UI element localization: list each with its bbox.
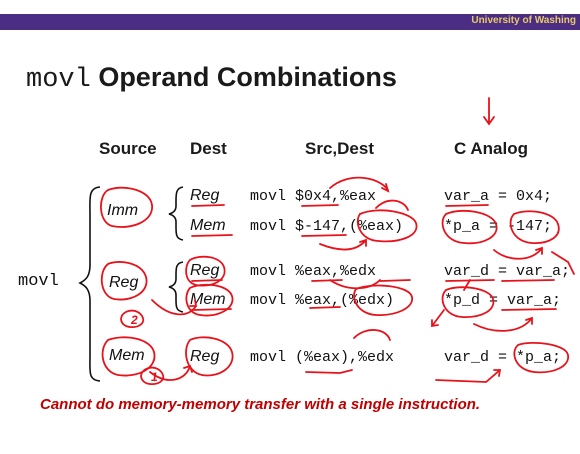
- red-step-numbers: 2 1: [130, 313, 158, 384]
- column-header-src-dest: Src,Dest: [305, 139, 374, 158]
- main-brace: [78, 186, 101, 382]
- circle-icon: [356, 209, 418, 243]
- underline-icon: [445, 204, 557, 311]
- circle-icon: [140, 366, 165, 385]
- circle-icon: [185, 336, 234, 377]
- c-row-3: var_d = var_a;: [444, 263, 571, 280]
- underline-icon: [301, 204, 411, 309]
- c-row-5: var_d = *p_a;: [444, 349, 562, 366]
- c-row-4: *p_d = var_a;: [444, 292, 562, 309]
- arrow-icon: [551, 251, 575, 275]
- step-number: 2: [130, 313, 138, 327]
- arrow-icon: [463, 279, 471, 291]
- red-ink: [100, 97, 575, 385]
- step-number: 1: [151, 370, 158, 384]
- column-header-source: Source: [99, 139, 157, 158]
- footer-warning: Cannot do memory-memory transfer with a …: [40, 396, 481, 413]
- underline-icon: [191, 204, 233, 311]
- arrow-icon: [473, 316, 533, 332]
- reg-brace: [168, 261, 184, 313]
- circle-icon: [185, 283, 234, 317]
- purple-band: [0, 14, 580, 30]
- circle-icon: [101, 336, 156, 377]
- title-text: Operand Combinations: [90, 62, 397, 92]
- dest-imm-reg: Reg: [190, 187, 220, 204]
- arrow-icon: [493, 246, 543, 260]
- arrow-icon: [435, 369, 502, 383]
- circle-icon: [120, 309, 145, 328]
- dest-mem-reg: Reg: [190, 348, 220, 365]
- instruction-label: movl: [18, 272, 59, 291]
- arrow-icon: [319, 238, 367, 251]
- column-header-c-analog: C Analog: [454, 139, 528, 158]
- c-row-1: var_a = 0x4;: [444, 188, 553, 205]
- source-reg: Reg: [109, 274, 139, 291]
- circle-icon: [100, 186, 153, 228]
- arrow-icon: [329, 176, 390, 193]
- circle-icon: [100, 261, 148, 301]
- arrow-icon: [305, 369, 353, 374]
- dest-imm-mem: Mem: [190, 217, 226, 234]
- source-mem: Mem: [109, 347, 145, 364]
- institution-label: University of Washing: [471, 15, 576, 26]
- arrow-icon: [149, 364, 193, 381]
- asm-row-1: movl $0x4,%eax: [250, 188, 377, 205]
- imm-brace: [168, 186, 184, 241]
- column-header-dest: Dest: [190, 139, 227, 158]
- arrow-icon: [329, 279, 381, 290]
- title-code: movl: [26, 65, 91, 95]
- asm-row-4: movl %eax,(%edx): [250, 292, 395, 309]
- arrow-icon: [353, 329, 391, 341]
- arrow-icon: [375, 199, 409, 211]
- circle-icon: [513, 342, 569, 374]
- circle-icon: [441, 286, 495, 318]
- asm-row-2: movl $-147,(%eax): [250, 218, 404, 235]
- circle-icon: [353, 284, 413, 316]
- slide-title: movl Operand Combinations: [26, 62, 397, 95]
- arrow-icon: [431, 309, 445, 328]
- circle-icon: [509, 210, 560, 244]
- dest-reg-mem: Mem: [190, 291, 226, 308]
- arrow-down-icon: [483, 97, 495, 126]
- top-bar: University of Washing: [0, 0, 580, 30]
- circle-icon: [185, 255, 226, 287]
- circle-icon: [441, 210, 498, 245]
- asm-row-5: movl (%eax),%edx: [250, 349, 395, 366]
- dest-reg-reg: Reg: [190, 262, 220, 279]
- c-row-2: *p_a = -147;: [444, 218, 553, 235]
- black-braces: [78, 186, 184, 382]
- arrow-icon: [151, 299, 198, 316]
- asm-row-3: movl %eax,%edx: [250, 263, 377, 280]
- source-imm: Imm: [107, 202, 139, 219]
